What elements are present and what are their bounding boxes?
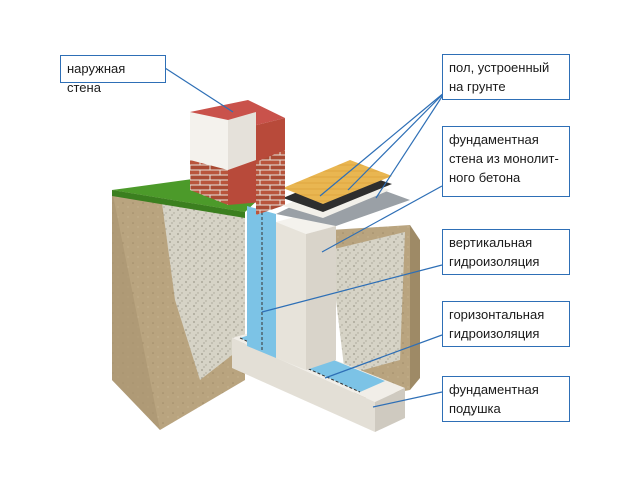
leader-foundation-pad xyxy=(372,391,443,408)
label-foundation-wall: фундаментная стена из монолит- ного бето… xyxy=(442,126,570,197)
label-horizontal-waterproofing: горизонтальная гидроизоляция xyxy=(442,301,570,347)
leader-foundation-wall xyxy=(321,185,443,253)
label-outer-wall: наружная стена xyxy=(60,55,166,95)
leader-vertical-waterproofing xyxy=(261,264,443,313)
label-vertical-waterproofing: вертикальная гидроизоляция xyxy=(442,229,570,275)
foundation-wall-shape xyxy=(276,214,336,370)
leader-floor-1 xyxy=(319,91,446,197)
leader-floor-3 xyxy=(375,91,446,199)
label-foundation-pad: фундаментная подушка xyxy=(442,376,570,422)
vertical-waterproofing-shape xyxy=(247,206,276,358)
gravel-backfill xyxy=(162,203,405,380)
leader-lines xyxy=(164,67,446,408)
ground-floor-shape xyxy=(276,160,410,226)
leader-horizontal-waterproofing xyxy=(324,334,443,379)
leader-outer-wall xyxy=(164,67,234,113)
leader-floor-2 xyxy=(347,91,446,191)
brick-wall-shape xyxy=(190,100,285,215)
label-ground-floor: пол, устроенный на грунте xyxy=(442,54,570,100)
